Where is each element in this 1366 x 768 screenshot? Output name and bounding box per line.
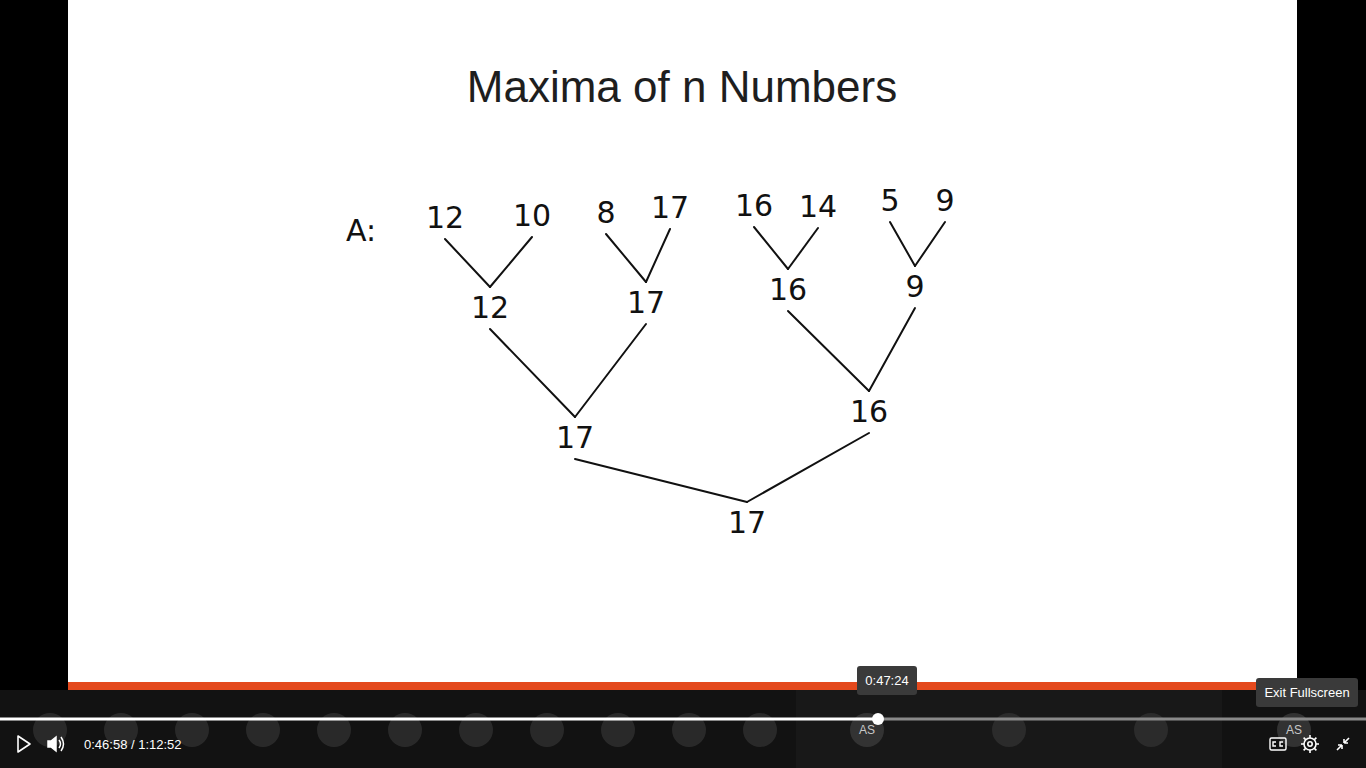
tree-value: 17: [725, 506, 769, 540]
tree-value: 9: [932, 184, 957, 218]
tree-connector: [490, 237, 532, 287]
value-text: 14: [799, 192, 837, 222]
tree-value: 16: [766, 273, 810, 307]
tree-connector: [606, 234, 646, 282]
slide: [68, 0, 1297, 682]
value-text: 16: [735, 191, 773, 221]
value-text: 17: [627, 288, 665, 318]
time-display: 0:46:58 / 1:12:52: [84, 738, 182, 751]
tree-value: 12: [468, 291, 512, 325]
fullscreen-tooltip: Exit Fullscreen: [1256, 678, 1357, 707]
tree-connector: [915, 222, 945, 266]
tree-connector: [646, 229, 670, 282]
seek-tooltip: 0:47:24: [857, 666, 916, 695]
tree-value: 17: [553, 421, 597, 455]
value-text: 9: [935, 186, 954, 216]
tree-connector: [788, 228, 818, 269]
tree-value: 5: [877, 184, 902, 218]
value-text: 12: [426, 203, 464, 233]
value-text: 12: [471, 293, 509, 323]
settings-icon: [1301, 735, 1319, 753]
progress-remaining: [878, 718, 1366, 721]
controls-shade: [0, 690, 1366, 768]
value-text: 17: [556, 423, 594, 453]
participant-strip: [0, 690, 1366, 768]
value-text: 5: [880, 186, 899, 216]
tree-connector: [490, 329, 575, 417]
slide-bar: [68, 682, 1297, 690]
avatar-initials: AS: [1286, 724, 1302, 736]
tree-connector: [890, 222, 915, 266]
tree-value: 8: [593, 196, 618, 230]
array-label: A:: [346, 216, 376, 246]
tree-value: 17: [624, 286, 668, 320]
value-text: 17: [728, 508, 766, 538]
value-text: 17: [651, 193, 689, 223]
value-text: 9: [905, 272, 924, 302]
tree-value: 14: [796, 190, 840, 224]
exit-fullscreen-icon: [1337, 738, 1349, 750]
tree-connector: [575, 324, 646, 417]
tree-connector: [869, 308, 915, 391]
progress-played: [0, 718, 878, 721]
avatar-initials: AS: [859, 724, 875, 736]
tree-value: 12: [423, 201, 467, 235]
tree-connector: [445, 239, 490, 287]
value-text: 10: [513, 201, 551, 231]
tree-value: 16: [732, 189, 776, 223]
tree-connector: [747, 433, 869, 502]
value-text: 16: [769, 275, 807, 305]
tree-value: 17: [648, 191, 692, 225]
tree-value: 16: [847, 395, 891, 429]
tree-value: 9: [902, 270, 927, 304]
tree-value: 10: [510, 199, 554, 233]
tree-connector: [575, 459, 747, 502]
captions-icon: [1270, 738, 1286, 750]
tree-connector: [788, 311, 869, 391]
value-text: 8: [596, 198, 615, 228]
value-text: 16: [850, 397, 888, 427]
slide-title: Maxima of n Numbers: [467, 63, 897, 111]
tree-connector: [754, 227, 788, 269]
play-icon: [18, 736, 30, 752]
volume-icon: [48, 737, 64, 751]
